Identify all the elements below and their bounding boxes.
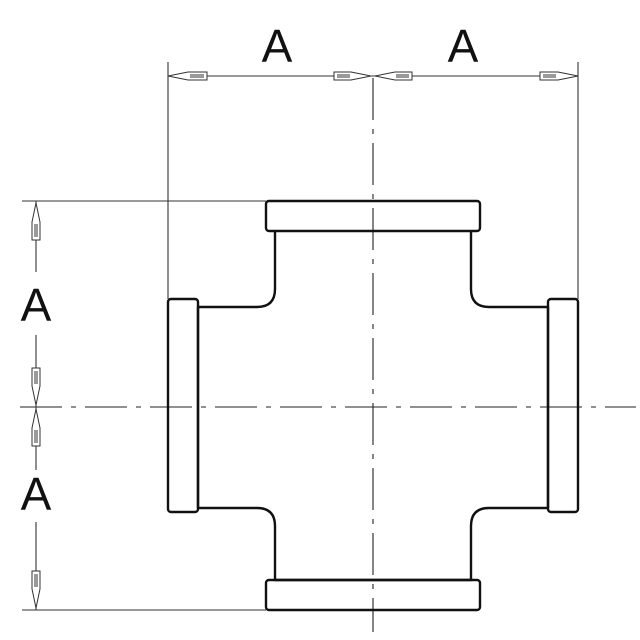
arrow-top-left-start [167, 71, 208, 81]
arrow-left-upper-end [31, 367, 41, 406]
arrow-top-left-end [333, 71, 372, 81]
dimension-label-left-lower: A [21, 468, 52, 520]
arrow-left-lower-start [31, 408, 41, 447]
arrow-left-upper-start [31, 202, 41, 241]
left-flange [166, 297, 200, 514]
arrow-top-right-end [539, 71, 579, 81]
dimension-label-top-right: A [448, 20, 479, 72]
top-flange [264, 199, 482, 233]
right-flange [546, 297, 580, 514]
arrow-top-right-start [374, 71, 413, 81]
dimension-label-top-left: A [262, 20, 293, 72]
dimension-label-left-upper: A [21, 279, 52, 331]
arrow-left-lower-end [31, 570, 41, 609]
bottom-flange [264, 578, 482, 612]
